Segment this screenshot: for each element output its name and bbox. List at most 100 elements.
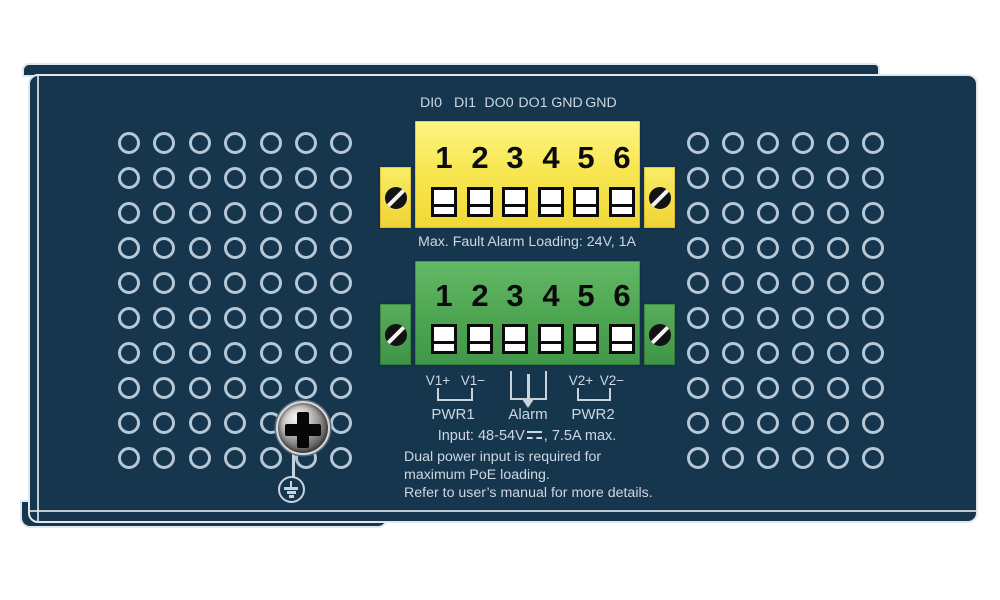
vent-hole <box>224 167 247 189</box>
screw-terminal-icon <box>573 324 599 354</box>
vent-hole <box>330 412 353 434</box>
vent-hole <box>722 132 744 154</box>
vent-hole <box>862 167 884 189</box>
power-pin-1: 1 <box>426 261 462 365</box>
terminal-label-v2-minus: V2− <box>599 373 625 388</box>
screw-terminal-icon <box>502 324 528 354</box>
vent-hole <box>259 132 282 154</box>
alarm-pin-2: 2 <box>462 121 498 228</box>
pin-number: 6 <box>613 140 631 175</box>
vent-hole <box>330 342 353 364</box>
vent-hole <box>757 167 779 189</box>
screw-terminal-icon <box>609 187 635 217</box>
vent-hole <box>862 307 884 329</box>
vent-hole <box>224 237 247 259</box>
vent-hole <box>687 377 709 399</box>
vent-hole <box>330 272 353 294</box>
vent-hole <box>687 342 709 364</box>
vent-hole <box>757 202 779 224</box>
vent-hole <box>295 377 317 399</box>
screw-terminal-icon <box>538 187 564 217</box>
vent-hole <box>722 167 744 189</box>
note-line-3: Refer to user’s manual for more details. <box>404 485 653 501</box>
vent-hole <box>827 202 849 224</box>
vent-hole <box>687 272 709 294</box>
vent-hole <box>757 272 779 294</box>
pin-number: 3 <box>506 278 524 313</box>
vent-hole <box>687 167 709 189</box>
vent-hole <box>153 307 176 329</box>
alarm-pin-5: 5 <box>568 121 604 228</box>
alarm-connector-flange-right <box>642 165 677 230</box>
pin-function-label: DO1 <box>518 95 548 111</box>
vent-hole <box>188 412 211 434</box>
vent-hole <box>118 412 140 434</box>
power-pin-2: 2 <box>462 261 498 365</box>
pwr2-bracket <box>577 388 611 401</box>
pin-number: 5 <box>577 278 595 313</box>
ground-wire <box>292 452 295 478</box>
screw-terminal-icon <box>467 187 493 217</box>
vent-hole <box>827 447 849 469</box>
vent-hole <box>295 272 317 294</box>
vent-hole <box>118 237 140 259</box>
vent-hole <box>259 342 282 364</box>
vent-hole <box>687 132 709 154</box>
vent-hole <box>862 447 884 469</box>
vent-hole <box>259 272 282 294</box>
vent-hole <box>722 342 744 364</box>
screw-terminal-icon <box>573 187 599 217</box>
alarm-connector-flange-left <box>378 165 413 230</box>
vent-hole <box>118 272 140 294</box>
vent-hole <box>188 377 211 399</box>
earth-ground-icon <box>278 476 305 503</box>
vent-hole <box>224 132 247 154</box>
panel-inner-edge-left <box>37 76 39 521</box>
vent-hole <box>153 132 176 154</box>
vent-hole <box>862 342 884 364</box>
vent-hole <box>687 447 709 469</box>
vent-hole <box>757 307 779 329</box>
vent-hole <box>188 237 211 259</box>
vent-hole <box>295 342 317 364</box>
vent-hole <box>295 132 317 154</box>
vent-hole <box>118 307 140 329</box>
vent-hole <box>722 412 744 434</box>
vent-hole <box>862 202 884 224</box>
vent-hole <box>330 377 353 399</box>
pin-number: 4 <box>542 140 560 175</box>
vent-hole <box>118 377 140 399</box>
vent-hole <box>862 237 884 259</box>
power-pin-3: 3 <box>497 261 533 365</box>
vent-hole <box>153 202 176 224</box>
screw-terminal-icon <box>502 187 528 217</box>
vent-hole <box>118 342 140 364</box>
vent-hole <box>722 237 744 259</box>
vent-hole <box>792 167 814 189</box>
vent-hole <box>224 342 247 364</box>
vent-hole <box>827 272 849 294</box>
flange-screw-icon <box>384 323 407 346</box>
vent-hole <box>118 132 140 154</box>
vent-hole <box>153 412 176 434</box>
power-connector-flange-left <box>378 302 413 367</box>
vent-hole <box>687 202 709 224</box>
vent-hole <box>188 447 211 469</box>
vent-hole <box>188 167 211 189</box>
vent-hole <box>259 447 282 469</box>
vent-hole <box>224 307 247 329</box>
vent-hole <box>827 377 849 399</box>
pin-number: 6 <box>613 278 631 313</box>
vent-hole <box>295 307 317 329</box>
screw-cross-vertical <box>297 412 309 448</box>
vent-hole <box>188 272 211 294</box>
vent-hole <box>757 342 779 364</box>
vent-hole <box>722 272 744 294</box>
flange-screw-icon <box>648 186 671 209</box>
alarm-arrowhead-icon <box>522 399 534 408</box>
grounding-screw-icon <box>276 401 330 455</box>
note-line-2: maximum PoE loading. <box>404 467 550 483</box>
group-label-alarm: Alarm <box>508 406 548 423</box>
